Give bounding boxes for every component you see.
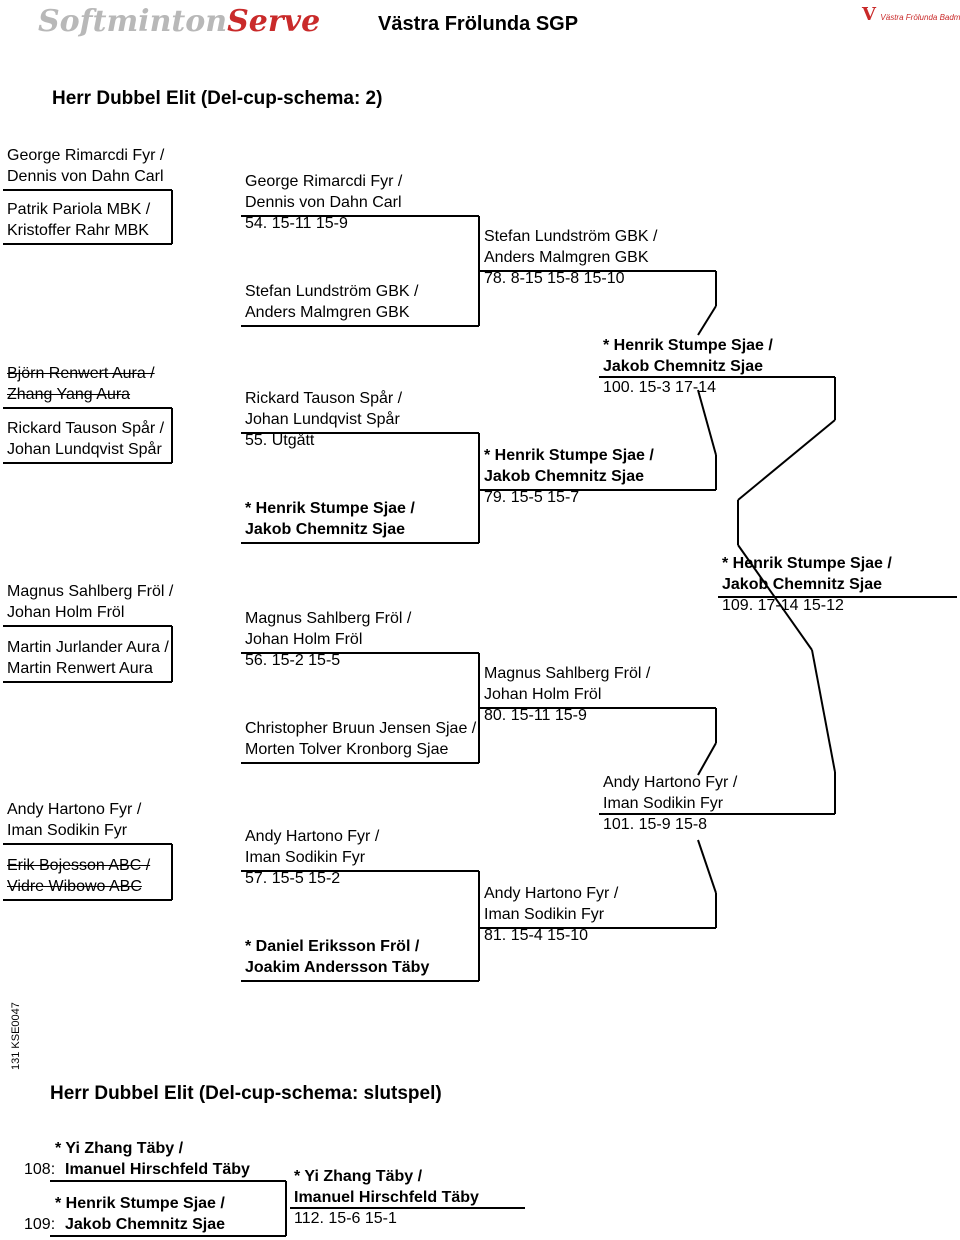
round3-team-line1: Magnus Sahlberg Fröl /	[484, 665, 651, 682]
round2-team-line1: Christopher Bruun Jensen Sjae /	[245, 720, 477, 737]
round1-team-line1: Andy Hartono Fyr /	[7, 801, 142, 818]
document-title: Västra Frölunda SGP	[378, 13, 579, 35]
round2-team-score: 57. 15-5 15-2	[245, 870, 341, 887]
round2-team-score: 55. Utgått	[245, 432, 315, 449]
round2-team-line2: Iman Sodikin Fyr	[245, 849, 366, 866]
round2-team-line2: Dennis von Dahn Carl	[245, 194, 402, 211]
round1-team-line2: Johan Holm Fröl	[7, 604, 125, 621]
playoff-match-number: 108:	[24, 1161, 56, 1178]
round2-team-line1: Stefan Lundström GBK /	[245, 283, 419, 300]
round1-team-line1: Martin Jurlander Aura /	[7, 639, 169, 656]
round1-team-line2: Martin Renwert Aura	[7, 660, 153, 677]
round3-team-score: 79. 15-5 15-7	[484, 489, 580, 506]
round3-connector	[697, 839, 717, 894]
round3-connector	[697, 742, 717, 776]
final-team-score: 109. 17-14 15-12	[722, 597, 844, 614]
round3-team-line2: Johan Holm Fröl	[484, 686, 602, 703]
round2-team-line2: Anders Malmgren GBK	[245, 304, 410, 321]
round3-team-line2: Jakob Chemnitz Sjae	[484, 468, 645, 485]
round3-team-line1: Andy Hartono Fyr /	[484, 885, 619, 902]
round4-connector	[811, 649, 836, 773]
round1-team-line2: Zhang Yang Aura	[7, 386, 131, 403]
round2-team-line2: Jakob Chemnitz Sjae	[245, 521, 406, 538]
round4-team-line1: Andy Hartono Fyr /	[603, 774, 738, 791]
playoff-team-line1: * Henrik Stumpe Sjae /	[55, 1195, 225, 1212]
round1-team-line1: Björn Renwert Aura /	[7, 365, 155, 382]
section-title-bracket: Herr Dubbel Elit (Del-cup-schema: 2)	[52, 88, 383, 109]
playoff-winner-line2: Imanuel Hirschfeld Täby	[294, 1189, 479, 1206]
round3-team-score: 80. 15-11 15-9	[484, 707, 587, 724]
round4-team-line2: Jakob Chemnitz Sjae	[603, 358, 764, 375]
round4-team-line2: Iman Sodikin Fyr	[603, 795, 724, 812]
round2-team-line2: Joakim Andersson Täby	[245, 959, 430, 976]
playoff-winner-score: 112. 15-6 15-1	[294, 1210, 397, 1227]
round3-team-line1: Stefan Lundström GBK /	[484, 228, 658, 245]
round3-team-line2: Iman Sodikin Fyr	[484, 906, 605, 923]
playoff-team-line2: Imanuel Hirschfeld Täby	[65, 1161, 250, 1178]
club-logo: V Västra Frölunda Badminton	[862, 4, 960, 25]
round2-team-line2: Johan Lundqvist Spår	[245, 411, 400, 428]
round4-team-score: 101. 15-9 15-8	[603, 816, 708, 833]
round4-team-score: 100. 15-3 17-14	[603, 379, 716, 396]
round1-team-line1: Patrik Pariola MBK /	[7, 201, 151, 218]
round2-team-line1: Rickard Tauson Spår /	[245, 390, 403, 407]
round2-team-line1: * Henrik Stumpe Sjae /	[245, 500, 415, 517]
round3-connector	[697, 305, 717, 336]
round3-team-score: 78. 8-15 15-8 15-10	[484, 270, 625, 287]
round3-team-score: 81. 15-4 15-10	[484, 927, 589, 944]
round1-team-line2: Johan Lundqvist Spår	[7, 441, 162, 458]
playoff-team-line1: * Yi Zhang Täby /	[55, 1140, 184, 1157]
round2-team-line2: Morten Tolver Kronborg Sjae	[245, 741, 449, 758]
round1-team-line2: Vidre Wibowo ABC	[7, 878, 142, 895]
round1-team-line2: Kristoffer Rahr MBK	[7, 222, 149, 239]
round1-team-line1: George Rimarcdi Fyr /	[7, 147, 165, 164]
round2-team-line1: * Daniel Eriksson Fröl /	[245, 938, 420, 955]
club-logo-mark: V	[862, 4, 876, 25]
round2-team-score: 54. 15-11 15-9	[245, 215, 348, 232]
round1-team-line1: Erik Bojesson ABC /	[7, 857, 151, 874]
section-title-playoff: Herr Dubbel Elit (Del-cup-schema: slutsp…	[50, 1083, 442, 1104]
round2-team-score: 56. 15-2 15-5	[245, 652, 341, 669]
round4-team-line1: * Henrik Stumpe Sjae /	[603, 337, 773, 354]
round3-team-line1: * Henrik Stumpe Sjae /	[484, 447, 654, 464]
round1-team-line1: Rickard Tauson Spår /	[7, 420, 165, 437]
round1-team-line1: Magnus Sahlberg Fröl /	[7, 583, 174, 600]
playoff-team-line2: Jakob Chemnitz Sjae	[65, 1216, 226, 1233]
final-team-line1: * Henrik Stumpe Sjae /	[722, 555, 892, 572]
playoff-match-number: 109:	[24, 1216, 56, 1233]
side-code: 131 KSE0047	[10, 1002, 22, 1070]
round2-team-line1: George Rimarcdi Fyr /	[245, 173, 403, 190]
round1-team-line2: Iman Sodikin Fyr	[7, 822, 128, 839]
round2-team-line2: Johan Holm Fröl	[245, 631, 363, 648]
softminton-logo: SoftmintonServe	[38, 4, 321, 39]
final-team-line2: Jakob Chemnitz Sjae	[722, 576, 883, 593]
round2-team-line1: Andy Hartono Fyr /	[245, 828, 380, 845]
round2-team-line1: Magnus Sahlberg Fröl /	[245, 610, 412, 627]
round3-connector	[697, 389, 717, 456]
round3-team-line2: Anders Malmgren GBK	[484, 249, 649, 266]
round1-team-line2: Dennis von Dahn Carl	[7, 168, 164, 185]
round4-connector	[737, 419, 836, 501]
club-logo-text: Västra Frölunda Badminton	[880, 13, 960, 22]
playoff-winner-line1: * Yi Zhang Täby /	[294, 1168, 423, 1185]
